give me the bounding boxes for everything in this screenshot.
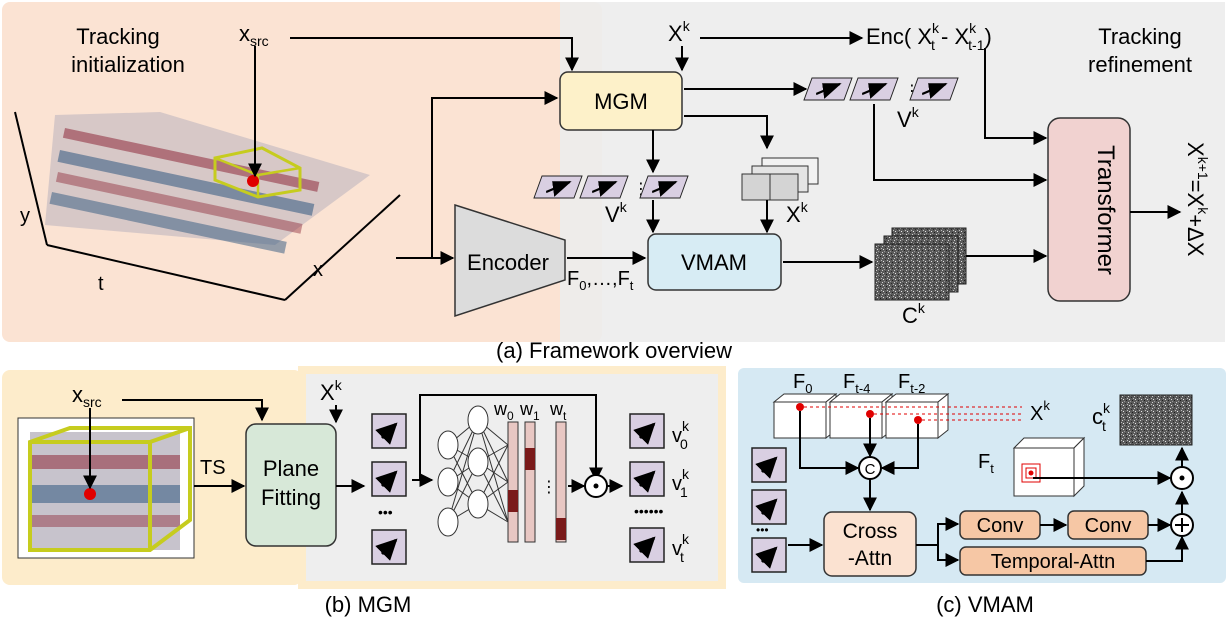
svg-text:•••: ••• — [378, 504, 393, 520]
f-seq-label: F0,…,Ft — [567, 268, 634, 293]
panel-b-caption: (b) MGM — [325, 592, 412, 617]
tracking-init-label-2: initialization — [71, 52, 185, 77]
conv1-label: Conv — [977, 515, 1024, 537]
plane-fitting-label-2: Fitting — [261, 485, 321, 510]
vmam-tiles: ••• — [752, 448, 786, 572]
ck-label: Ck — [902, 300, 926, 328]
vmam-block — [647, 233, 782, 291]
motion-vector-tiles: •••••• — [630, 414, 664, 562]
mgm-block — [559, 71, 683, 131]
circle-dot-icon — [584, 474, 608, 498]
mlp-network — [437, 405, 509, 537]
ts-label: TS — [200, 457, 226, 479]
panel-c-caption: (c) VMAM — [936, 592, 1034, 617]
ft-label: Ft — [978, 451, 994, 476]
panel-a-caption: (a) Framework overview — [496, 338, 732, 363]
plane-tiles: ••• — [372, 414, 406, 564]
event-point-cloud — [45, 112, 370, 254]
f0-label: F0 — [793, 371, 812, 396]
svg-text:••••••: •••••• — [634, 503, 664, 519]
axis-t-label: t — [98, 273, 104, 295]
ft-cube — [1012, 436, 1086, 498]
bbox-3d — [213, 146, 302, 199]
tracking-refine-label: Tracking — [1098, 24, 1182, 49]
ck-feature-stack — [874, 227, 967, 301]
cross-attn-label-2: -Attn — [848, 547, 892, 570]
panel-b: xsrc TS Plane Fitting Xk ••• — [2, 366, 726, 617]
weight-bars: ⋮ — [507, 421, 567, 543]
conv2-label: Conv — [1085, 515, 1132, 537]
w0-label: w0 — [493, 399, 514, 423]
plane-fitting-label: Plane — [263, 456, 319, 481]
wt-label: wt — [549, 399, 567, 423]
panel-a: Tracking initialization y t x xsrc Encod… — [2, 2, 1225, 363]
mgm-xsrc-label: xsrc — [72, 382, 102, 410]
encoder-block — [454, 203, 566, 318]
svg-text:•••: ••• — [756, 523, 769, 537]
transformer-block — [1047, 117, 1131, 302]
circle-plus-icon — [1170, 513, 1194, 537]
xk-top-label: Xk — [668, 18, 691, 46]
mgm-xk-label: Xk — [320, 377, 343, 405]
svg-text:⋮: ⋮ — [541, 479, 557, 496]
vk-tiles-upper: ⋮ — [803, 77, 959, 101]
tracking-init-label: Tracking — [76, 24, 160, 49]
vmam-xk-label: Xk — [1030, 398, 1050, 425]
temporal-attn-label: Temporal-Attn — [991, 551, 1116, 573]
svg-text:C: C — [865, 461, 876, 478]
cross-attn-label: Cross — [843, 520, 898, 543]
circle-dot-icon — [1170, 466, 1194, 490]
axis-x-line — [284, 194, 401, 301]
ft2-label: Ft-2 — [898, 371, 925, 396]
transformer-label: Transformer — [1092, 145, 1119, 275]
xk-cube-label: Xk — [786, 199, 809, 227]
mgm-label: MGM — [594, 89, 648, 114]
vk-upper-label: Vk — [897, 104, 920, 132]
axis-y-line — [14, 111, 48, 246]
xk-cube-stack — [741, 157, 819, 201]
ctk-noise — [1119, 394, 1193, 446]
axis-y-label: y — [20, 205, 30, 227]
vmam-label: VMAM — [681, 250, 747, 275]
vk-lower-label: Vk — [605, 199, 628, 227]
xsrc-label: xsrc — [239, 21, 269, 49]
source-point — [247, 175, 259, 187]
ft4-label: Ft-4 — [843, 371, 870, 396]
w1-label: w1 — [519, 399, 540, 423]
output-formula: Xk+1=Xk+ΔX — [1183, 142, 1211, 257]
encoder-label: Encoder — [467, 250, 549, 275]
vk-tiles-lower: ⋮ — [533, 175, 689, 199]
circle-c-icon: C — [858, 456, 882, 480]
axis-t-line — [46, 244, 286, 301]
mgm-point-cloud — [28, 426, 192, 552]
axis-x-label: x — [313, 259, 323, 281]
tracking-refine-label-2: refinement — [1088, 52, 1192, 77]
